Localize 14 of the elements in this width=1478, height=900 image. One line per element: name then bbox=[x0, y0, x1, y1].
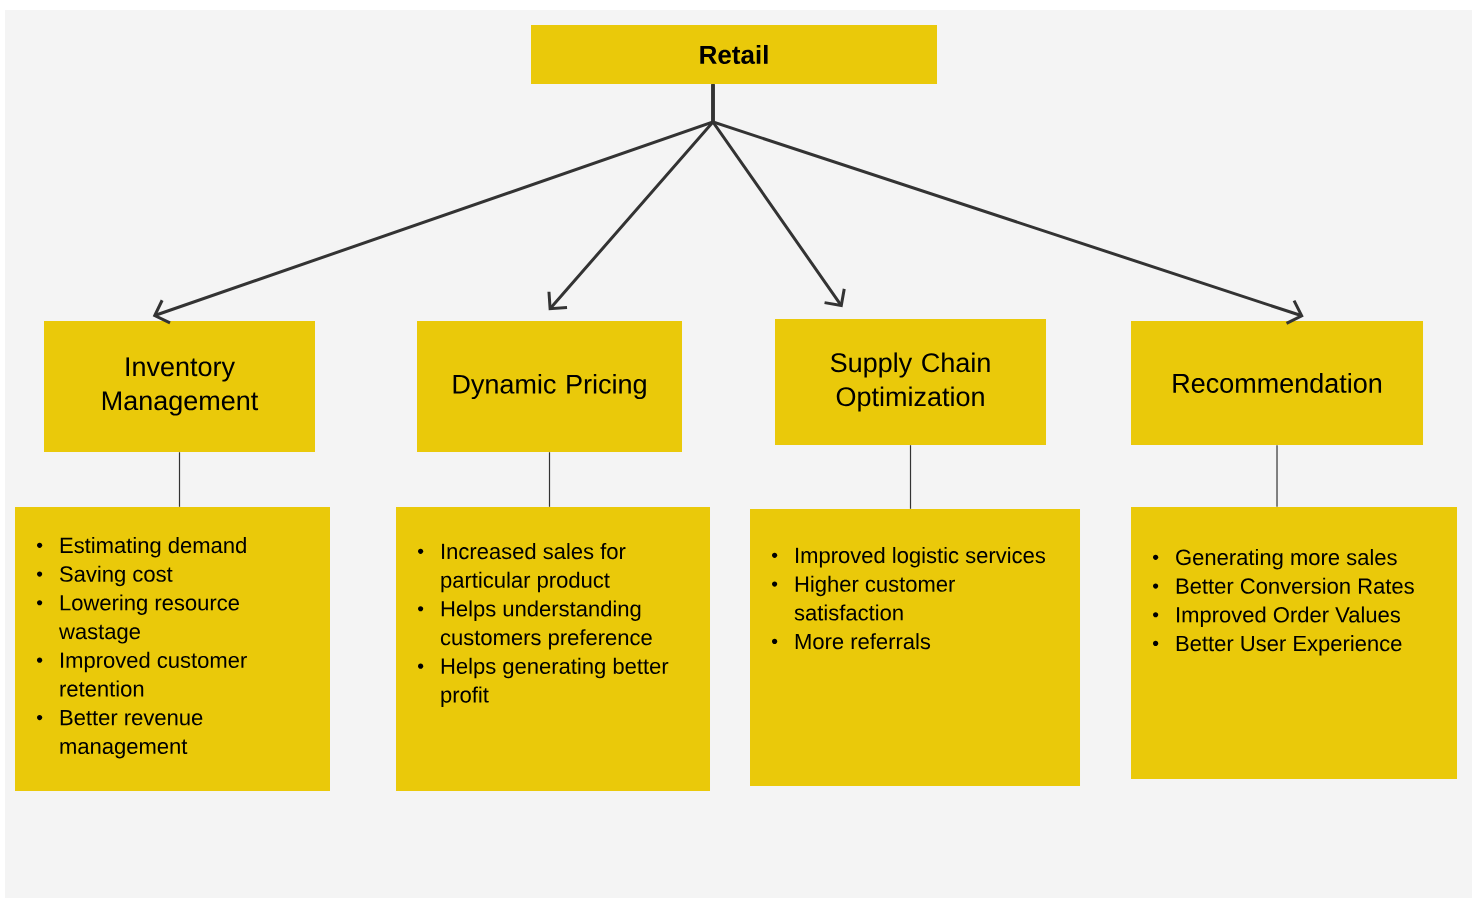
connector-line bbox=[1276, 444, 1278, 508]
category-box: Recommendation bbox=[1131, 321, 1423, 445]
bullet-box: Generating more sales Better Conversion Rates Improved Order Values Better User Experience bbox=[1131, 507, 1457, 779]
connector-line bbox=[548, 451, 551, 508]
bullet-box: Improved logistic services Higher customer satisfaction More referrals bbox=[750, 509, 1080, 786]
arrow bbox=[711, 84, 1304, 325]
category-box: Inventory Management bbox=[44, 321, 315, 452]
bullet-box: Increased sales for particular product Helps understanding customers preference Helps generating better profit bbox=[396, 507, 710, 791]
title-box: Retail bbox=[531, 25, 937, 84]
connector-line bbox=[909, 444, 912, 510]
connector-line bbox=[178, 451, 181, 508]
category-box: Dynamic Pricing bbox=[417, 321, 682, 452]
bullet-box: Estimating demand Saving cost Lowering resource wastage Improved customer retention Better revenue management bbox=[15, 507, 330, 791]
category-box: Supply Chain Optimization bbox=[775, 319, 1046, 445]
